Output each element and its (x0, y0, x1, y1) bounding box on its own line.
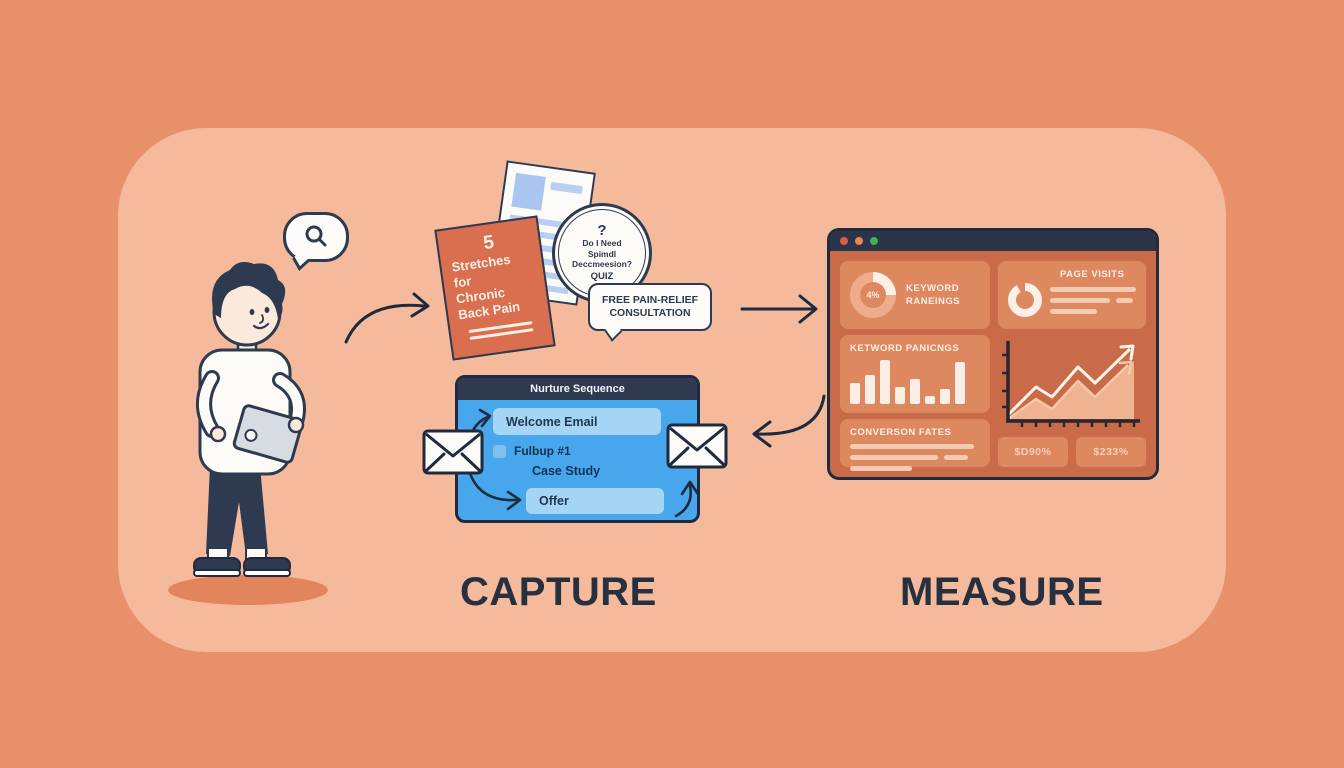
person-eye-right (264, 307, 270, 313)
dashboard-body: 4% KEYWORD RANEINGS KETWORD PANICNGS CON… (830, 251, 1156, 477)
person-nose (259, 314, 265, 324)
window-control-minimize (855, 237, 863, 245)
case-study-label: Case Study (532, 464, 601, 478)
person-left-hand (209, 425, 227, 443)
bar-card-label: KETWORD PANICNGS (850, 343, 960, 354)
quiz-text-line: Do I Need (582, 238, 622, 249)
capture-label: CAPTURE (460, 570, 657, 614)
nurture-sequence-window: Nurture Sequence Welcome Email Fulbup #1… (455, 375, 700, 523)
consultation-text-line: CONSULTATION (609, 307, 691, 319)
conversion-rates-card: CONVERSON FATES (840, 419, 990, 471)
arrow-magnets-to-dashboard (740, 294, 818, 324)
keyword-rankings-donut-card: 4% KEYWORD RANEINGS (840, 261, 990, 329)
bar (910, 378, 920, 404)
keyword-rankings-bar-chart (850, 358, 980, 404)
bar (850, 383, 860, 404)
page-visits-card: PAGE VISITS (998, 261, 1146, 329)
trend-line-chart (998, 335, 1146, 431)
keyword-rankings-label: KEYWORD RANEINGS (906, 283, 961, 307)
donut-value: 4% (860, 282, 886, 308)
welcome-email-pill: Welcome Email (493, 408, 661, 435)
ebook-card: 5 Stretches for Chronic Back Pain (434, 215, 556, 361)
nurture-body: Welcome Email Fulbup #1 Case Study Offer (458, 400, 697, 520)
search-speech-bubble (283, 212, 349, 271)
bar (880, 360, 890, 404)
stat-pill: $233% (1076, 437, 1146, 467)
page-visits-donut (1008, 283, 1042, 317)
keyword-rankings-donut: 4% (850, 272, 896, 318)
nurture-header: Nurture Sequence (458, 378, 697, 400)
person-smile (252, 322, 270, 330)
conversion-rates-lines (850, 444, 980, 471)
dashboard-titlebar (830, 231, 1156, 251)
document-headline-line (550, 181, 583, 195)
arrow-person-to-magnets (344, 292, 430, 344)
quiz-text-line: Deccmeesion? (572, 259, 632, 270)
bar (925, 395, 935, 404)
window-control-close (840, 237, 848, 245)
consultation-speech-bubble: FREE PAIN-RELIEF CONSULTATION (588, 283, 712, 342)
person-with-tablet-illustration (168, 262, 328, 605)
nurture-title: Nurture Sequence (530, 383, 625, 395)
person-right-hand (287, 416, 305, 434)
ebook-footer-rules (461, 320, 542, 341)
bar (940, 389, 950, 404)
offer-pill: Offer (526, 488, 664, 514)
quiz-label: QUIZ (590, 270, 614, 282)
window-control-maximize (870, 237, 878, 245)
page-visits-lines (1050, 286, 1136, 314)
quiz-text-line: Spimdl (587, 248, 617, 259)
bar (865, 375, 875, 404)
bar (895, 386, 905, 404)
arrow-dashboard-to-nurture (752, 394, 826, 448)
envelope-icon-left (422, 429, 484, 475)
search-icon (305, 225, 327, 247)
person-pants (206, 466, 268, 556)
bar (955, 361, 965, 404)
conversion-rates-label: CONVERSON FATES (850, 427, 952, 438)
question-mark-icon: ? (597, 222, 607, 240)
followup-label: Fulbup #1 (514, 444, 571, 458)
consultation-text-line: FREE PAIN-RELIEF (601, 294, 699, 306)
person-shoes (193, 557, 291, 577)
keyword-rankings-bar-card: KETWORD PANICNGS (840, 335, 990, 413)
envelope-icon-right (666, 423, 728, 469)
analytics-dashboard-window: 4% KEYWORD RANEINGS KETWORD PANICNGS CON… (827, 228, 1159, 480)
measure-label: MEASURE (900, 570, 1104, 614)
person-hair (212, 262, 286, 319)
followup-checkbox (493, 445, 506, 458)
page-visits-label: PAGE VISITS (1060, 269, 1125, 280)
person-eye-left (249, 309, 255, 315)
tablet (232, 404, 304, 464)
document-image-block (511, 172, 546, 211)
ground-shadow (168, 575, 328, 605)
stat-pill: $D90% (998, 437, 1068, 467)
